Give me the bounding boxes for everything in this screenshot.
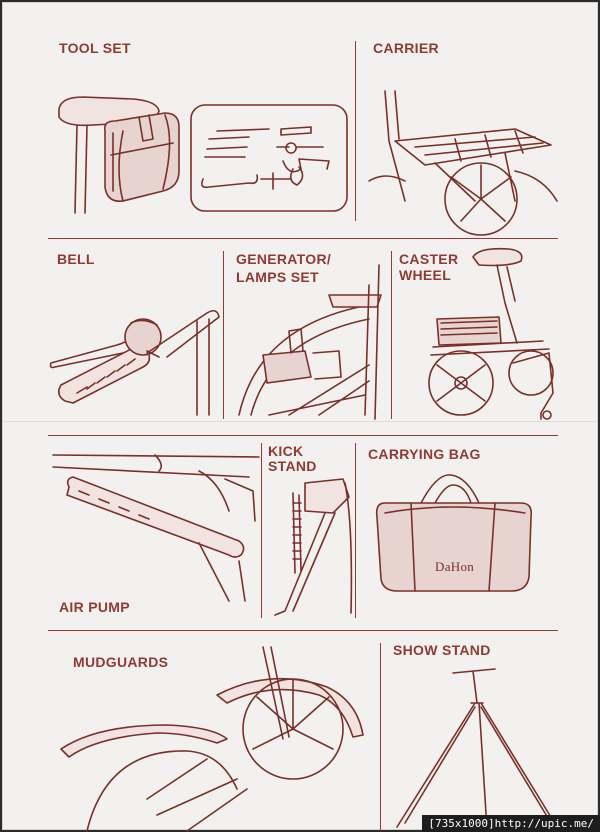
generator-label-line2: LAMPS SET [236,269,319,285]
divider [355,41,356,221]
carrier-label: CARRIER [373,40,439,56]
image-source-caption: [735x1000]http://upic.me/ [422,815,600,832]
tool-set-label: TOOL SET [59,40,131,56]
caster-label-line1: CASTER [399,251,459,267]
divider [391,251,392,419]
divider [223,251,224,419]
carrier-illustration [368,90,558,236]
carrying-bag-label: CARRYING BAG [368,446,481,462]
kick-stand-illustration [274,478,353,616]
divider [355,443,356,618]
generator-lamps-illustration [238,264,382,420]
generator-label-line1: GENERATOR/ [236,251,332,267]
air-pump-illustration [52,454,260,602]
bell-illustration [49,309,220,416]
carrying-bag-illustration [375,474,533,592]
divider [261,443,262,618]
divider [380,643,381,831]
saddle-bag-illustration [58,96,180,214]
bag-brand-text: DaHon [435,559,475,574]
show-stand-illustration [396,668,558,830]
kick-stand-label-line1: KICK [268,443,304,459]
air-pump-label: AIR PUMP [59,599,130,615]
show-stand-label: SHOW STAND [393,642,491,658]
divider [48,238,558,239]
mudguards-label: MUDGUARDS [73,654,169,670]
kick-stand-label-line2: STAND [268,458,317,474]
caster-label-line2: WHEEL [399,267,452,283]
bell-label: BELL [57,251,95,267]
divider [48,630,558,631]
divider [48,435,558,436]
caster-wheel-illustration [428,247,554,420]
tools-illustration [190,104,348,212]
mudguards-illustration [60,646,364,832]
